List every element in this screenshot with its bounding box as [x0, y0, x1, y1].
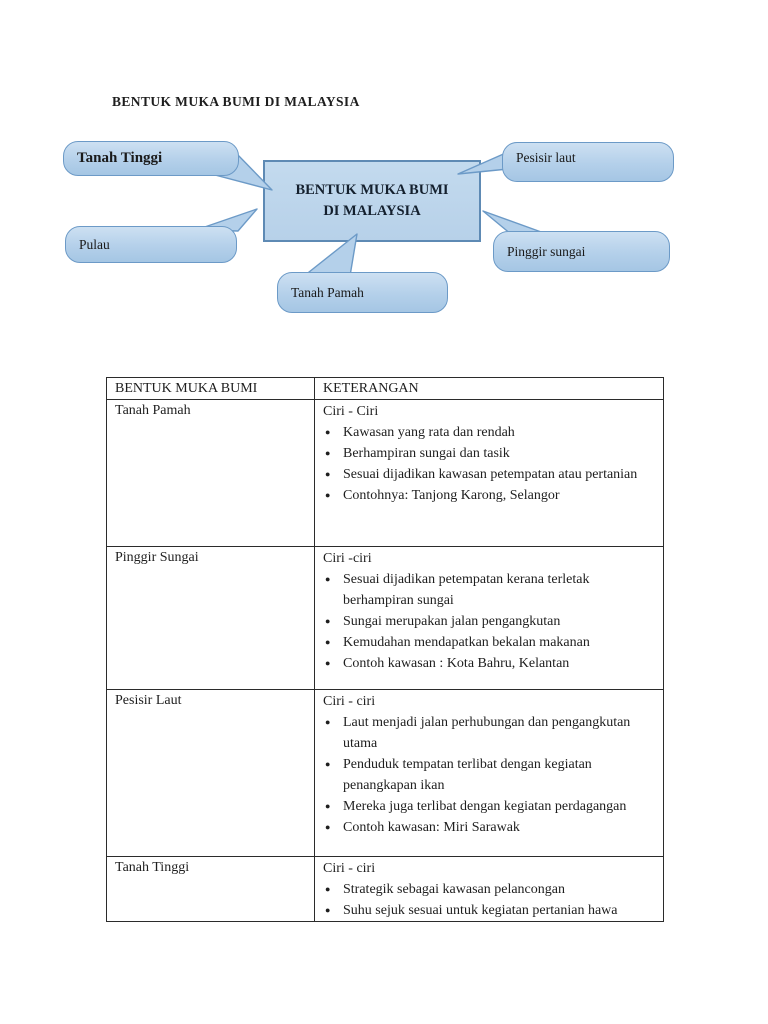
callout-pulau: Pulau — [65, 226, 237, 263]
keterangan-cell: Ciri -ciri ● Sesuai dijadikan petempatan … — [314, 546, 664, 690]
callout-tanah-pamah: Tanah Pamah — [277, 272, 448, 313]
bullet-icon: ● — [325, 616, 331, 626]
list-item: ● Kawasan yang rata dan rendah — [323, 422, 663, 443]
bullet-icon: ● — [325, 822, 331, 832]
bullet-text: Contoh kawasan : Kota Bahru, Kelantan — [343, 656, 570, 671]
bullet-text: Suhu sejuk sesuai untuk kegiatan pertani… — [343, 903, 618, 918]
list-item: ● Kemudahan mendapatkan bekalan makanan — [323, 632, 663, 653]
list-item: ● Sesuai dijadikan kawasan petempatan ata… — [323, 464, 663, 485]
keterangan-cell: Ciri - ciri ● Strategik sebagai kawasan p… — [314, 856, 664, 922]
list-item: ● Penduduk tempatan terlibat dengan kegia… — [323, 754, 663, 796]
list-item: ● Contoh kawasan : Kota Bahru, Kelantan — [323, 653, 663, 674]
bullet-icon: ● — [325, 884, 331, 894]
bullet-text: Strategik sebagai kawasan pelancongan — [343, 882, 565, 897]
ciri-heading: Ciri - Ciri — [323, 404, 379, 419]
page-title: BENTUK MUKA BUMI DI MALAYSIA — [112, 94, 360, 109]
bullet-icon: ● — [325, 717, 331, 727]
landform-cell: Tanah Tinggi — [106, 856, 315, 922]
callout-pinggir-sungai-label: Pinggir sungai — [507, 243, 586, 259]
callout-pesisir-laut: Pesisir laut — [502, 142, 674, 182]
bullet-icon: ● — [325, 469, 331, 479]
list-item: ● Strategik sebagai kawasan pelancongan — [323, 879, 663, 900]
bullet-icon: ● — [325, 658, 331, 668]
bullet-icon: ● — [325, 574, 331, 584]
list-item: ● Sesuai dijadikan petempatan kerana terl… — [323, 569, 663, 611]
list-item: ● Suhu sejuk sesuai untuk kegiatan pertan… — [323, 900, 663, 921]
callout-tanah-tinggi-label: Tanah Tinggi — [77, 150, 163, 166]
landform-cell: Pesisir Laut — [106, 689, 315, 857]
bullet-icon: ● — [325, 905, 331, 915]
ciri-heading: Ciri - ciri — [323, 694, 376, 709]
bullet-text: Penduduk tempatan terlibat dengan kegiat… — [343, 757, 592, 793]
keterangan-cell: Ciri - Ciri ● Kawasan yang rata dan renda… — [314, 399, 664, 547]
list-item: ● Laut menjadi jalan perhubungan dan peng… — [323, 712, 663, 754]
list-item: ● Sungai merupakan jalan pengangkutan — [323, 611, 663, 632]
bullet-text: Sesuai dijadikan petempatan kerana terle… — [343, 572, 590, 608]
callout-tanah-pamah-label: Tanah Pamah — [291, 284, 364, 300]
bullet-icon: ● — [325, 759, 331, 769]
landform-cell: Tanah Pamah — [106, 399, 315, 547]
bullet-text: Laut menjadi jalan perhubungan dan penga… — [343, 715, 631, 751]
table-row: Tanah Tinggi Ciri - ciri ● Strategik seba… — [106, 856, 664, 922]
column-header-keterangan: KETERANGAN — [314, 377, 664, 400]
bullet-icon: ● — [325, 448, 331, 458]
landform-cell: Pinggir Sungai — [106, 546, 315, 690]
landform-diagram: BENTUK MUKA BUMI DI MALAYSIA Tanah Tingg… — [0, 0, 768, 350]
callout-tanah-tinggi: Tanah Tinggi — [63, 141, 239, 176]
diagram-center-box: BENTUK MUKA BUMI DI MALAYSIA — [263, 160, 481, 242]
table-row: Pinggir Sungai Ciri -ciri ● Sesuai dijadi… — [106, 546, 664, 690]
bullet-text: Contohnya: Tanjong Karong, Selangor — [343, 488, 560, 503]
bullet-text: Kawasan yang rata dan rendah — [343, 425, 515, 440]
bullet-text: Berhampiran sungai dan tasik — [343, 446, 510, 461]
column-header-bentuk-muka-bumi: BENTUK MUKA BUMI — [106, 377, 315, 400]
table-header-row: BENTUK MUKA BUMI KETERANGAN — [106, 377, 664, 400]
callout-pinggir-sungai: Pinggir sungai — [493, 231, 670, 272]
list-item: ● Contoh kawasan: Miri Sarawak — [323, 817, 663, 838]
bullet-icon: ● — [325, 427, 331, 437]
ciri-heading: Ciri -ciri — [323, 551, 372, 566]
table-row: Pesisir Laut Ciri - ciri ● Laut menjadi j… — [106, 689, 664, 857]
ciri-heading: Ciri - ciri — [323, 861, 376, 876]
keterangan-cell: Ciri - ciri ● Laut menjadi jalan perhubun… — [314, 689, 664, 857]
table-row: Tanah Pamah Ciri - Ciri ● Kawasan yang ra… — [106, 399, 664, 547]
bullet-text: Sungai merupakan jalan pengangkutan — [343, 614, 561, 629]
bullet-text: Kemudahan mendapatkan bekalan makanan — [343, 635, 590, 650]
bullet-icon: ● — [325, 801, 331, 811]
bullet-text: Sesuai dijadikan kawasan petempatan atau… — [343, 467, 638, 482]
list-item: ● Berhampiran sungai dan tasik — [323, 443, 663, 464]
bullet-icon: ● — [325, 490, 331, 500]
callout-pesisir-laut-label: Pesisir laut — [516, 150, 576, 165]
landform-table: BENTUK MUKA BUMI KETERANGAN Tanah Pamah … — [106, 377, 664, 922]
center-box-line2: DI MALAYSIA — [323, 203, 421, 219]
list-item: ● Mereka juga terlibat dengan kegiatan pe… — [323, 796, 663, 817]
center-box-line1: BENTUK MUKA BUMI — [295, 182, 449, 198]
list-item: ● Contohnya: Tanjong Karong, Selangor — [323, 485, 663, 506]
bullet-icon: ● — [325, 637, 331, 647]
bullet-text: Contoh kawasan: Miri Sarawak — [343, 820, 520, 835]
callout-pulau-label: Pulau — [79, 236, 110, 252]
bullet-text: Mereka juga terlibat dengan kegiatan per… — [343, 799, 627, 814]
